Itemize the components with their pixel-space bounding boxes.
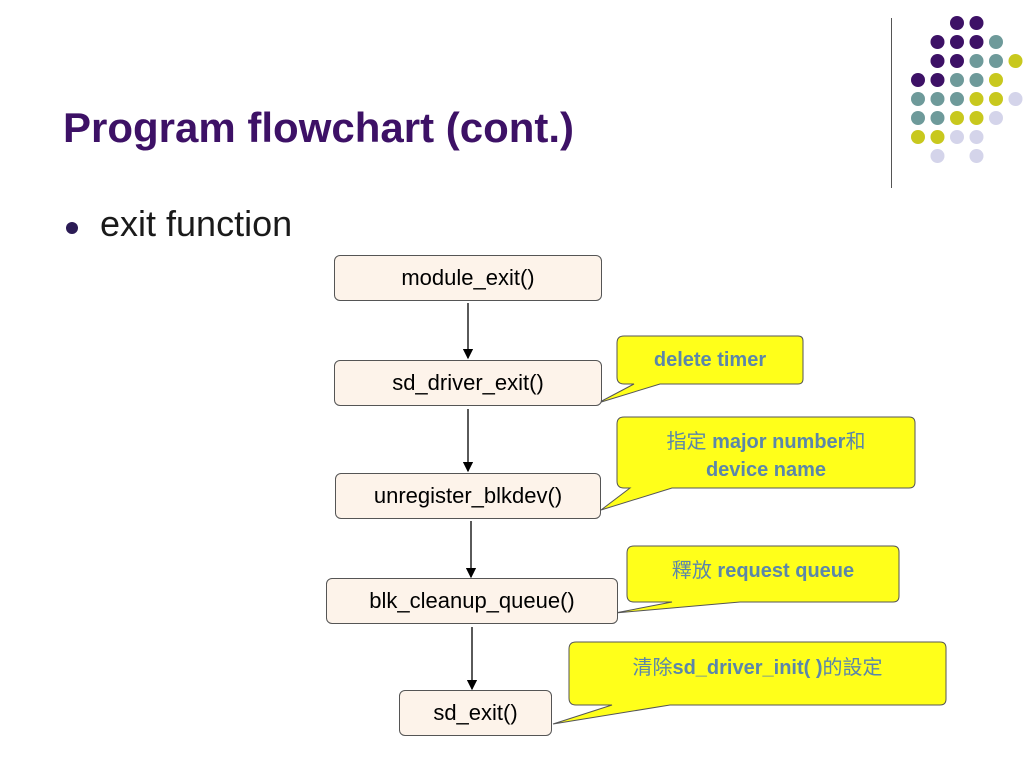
bullet-text: exit function — [100, 203, 293, 244]
callout-major-number: 指定 major number和 device name — [617, 428, 915, 484]
callout-prefix: 指定 — [666, 431, 713, 453]
decor-dot — [989, 35, 1003, 49]
callout-text: delete timer — [653, 349, 767, 371]
decor-dot — [969, 16, 984, 30]
decor-dot — [930, 73, 945, 87]
decor-dot — [989, 54, 1003, 68]
decor-divider — [891, 18, 892, 188]
callout-bold: sd_driver_init( ) — [672, 657, 823, 679]
callout-clear-init: 清除sd_driver_init( )的設定 — [569, 654, 946, 682]
callout-line2: device name — [705, 459, 827, 481]
decor-dot — [950, 35, 964, 49]
decor-dot — [911, 130, 925, 144]
callout-prefix: 清除 — [632, 657, 673, 679]
flow-node-label: unregister_blkdev() — [373, 483, 563, 508]
callout-bold: request queue — [717, 560, 855, 582]
decor-dot — [989, 73, 1003, 87]
callout-3-shape — [614, 545, 900, 614]
decor-dot — [930, 35, 945, 49]
decor-dot — [969, 54, 984, 68]
flow-node-blk-cleanup-queue: blk_cleanup_queue() — [326, 578, 618, 624]
callout-delete-timer: delete timer — [617, 346, 803, 374]
decor-dot — [950, 16, 964, 30]
decor-dot — [950, 73, 964, 87]
decor-dot — [1008, 92, 1023, 106]
decor-dot — [911, 73, 925, 87]
callout-suffix: 的設定 — [822, 657, 883, 679]
callout-1-shape — [597, 335, 804, 404]
callout-request-queue: 釋放 request queue — [627, 557, 899, 585]
decor-dot — [1008, 54, 1023, 68]
decor-dot — [930, 149, 945, 163]
bullet-dot — [66, 222, 78, 234]
decor-dot — [930, 92, 945, 106]
callout-prefix: 釋放 — [671, 560, 718, 582]
decor-dot-grid — [911, 16, 1023, 163]
flow-node-module-exit: module_exit() — [334, 255, 602, 301]
decor-dot — [969, 73, 984, 87]
decor-dot — [989, 111, 1003, 125]
decor-dot — [950, 92, 964, 106]
flow-node-label: blk_cleanup_queue() — [369, 588, 575, 613]
callout-2-shape — [600, 416, 916, 511]
flow-node-sd-exit: sd_exit() — [399, 690, 552, 736]
decor-dot — [969, 111, 984, 125]
flow-node-unregister-blkdev: unregister_blkdev() — [335, 473, 601, 519]
flow-node-label: module_exit() — [401, 265, 535, 290]
flow-node-sd-driver-exit: sd_driver_exit() — [334, 360, 602, 406]
flow-node-label: sd_exit() — [433, 700, 518, 725]
decor-dot — [911, 111, 925, 125]
decor-dot — [911, 92, 925, 106]
callout-4-shape — [552, 641, 947, 725]
decor-dot — [969, 35, 984, 49]
decor-dot — [950, 54, 964, 68]
flow-node-label: sd_driver_exit() — [392, 370, 544, 395]
decor-dot — [969, 92, 984, 106]
decor-dot — [950, 130, 964, 144]
callout-bold: major number — [712, 431, 846, 453]
decor-dot — [930, 54, 945, 68]
decor-dot — [950, 111, 964, 125]
slide-title: Program flowchart (cont.) — [63, 104, 575, 151]
decor-dot — [969, 130, 984, 144]
decor-dot — [989, 92, 1003, 106]
decor-dot — [930, 111, 945, 125]
decor-dot — [969, 149, 984, 163]
callout-suffix: 和 — [845, 431, 866, 453]
decor-dot — [930, 130, 945, 144]
